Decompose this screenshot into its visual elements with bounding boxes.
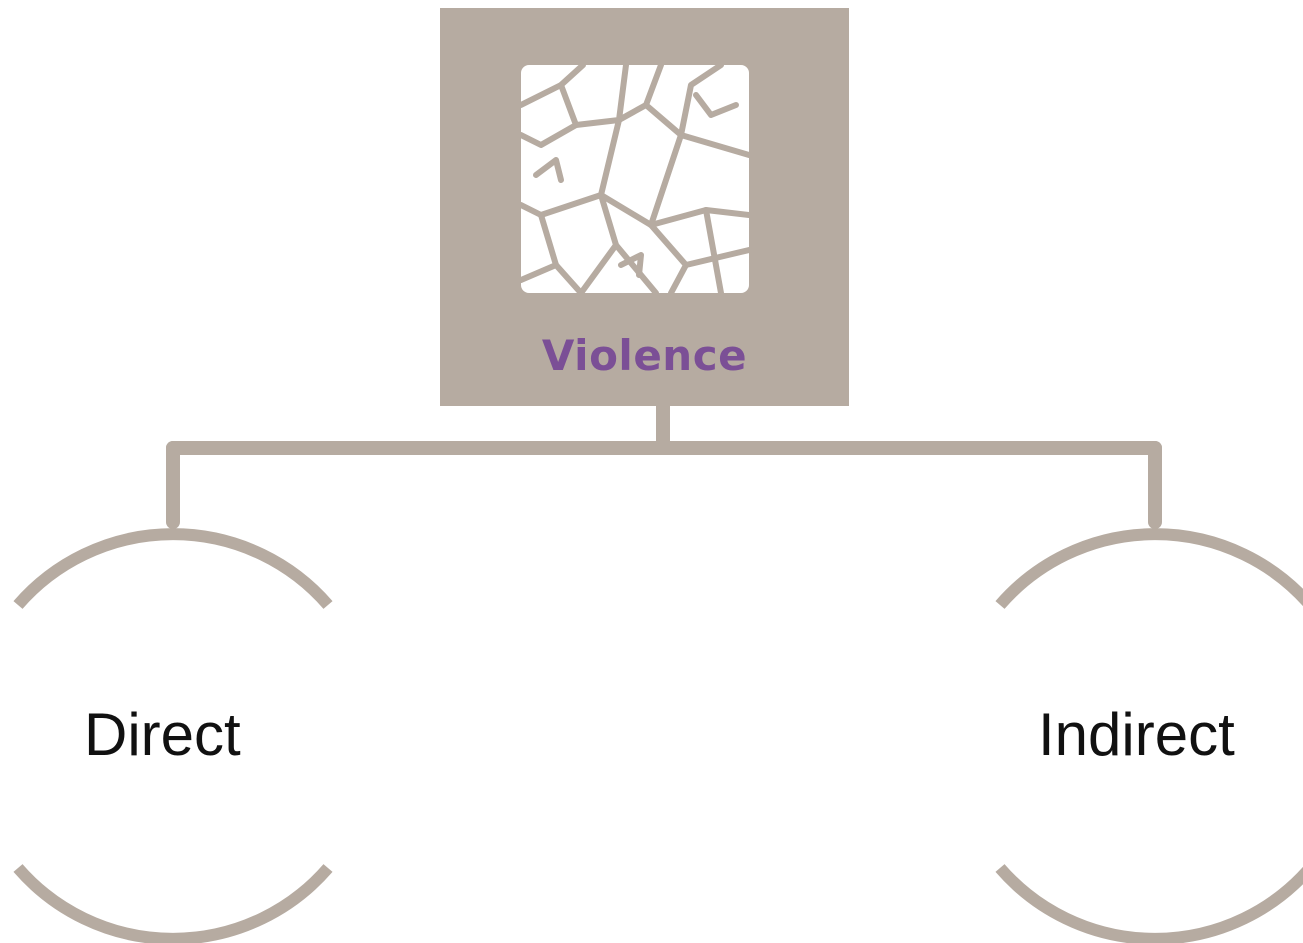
child-label-direct: Direct xyxy=(84,701,241,768)
node-arc-top-right xyxy=(995,528,1303,609)
cracked-glass-icon xyxy=(521,65,749,293)
root-label: Violence xyxy=(541,331,748,380)
node-arc-bottom-left xyxy=(13,864,333,943)
root-node: Violence xyxy=(440,8,849,406)
child-label-indirect: Indirect xyxy=(1038,701,1235,768)
node-arc-bottom-right xyxy=(995,864,1303,943)
node-arc-top-left xyxy=(13,528,333,609)
